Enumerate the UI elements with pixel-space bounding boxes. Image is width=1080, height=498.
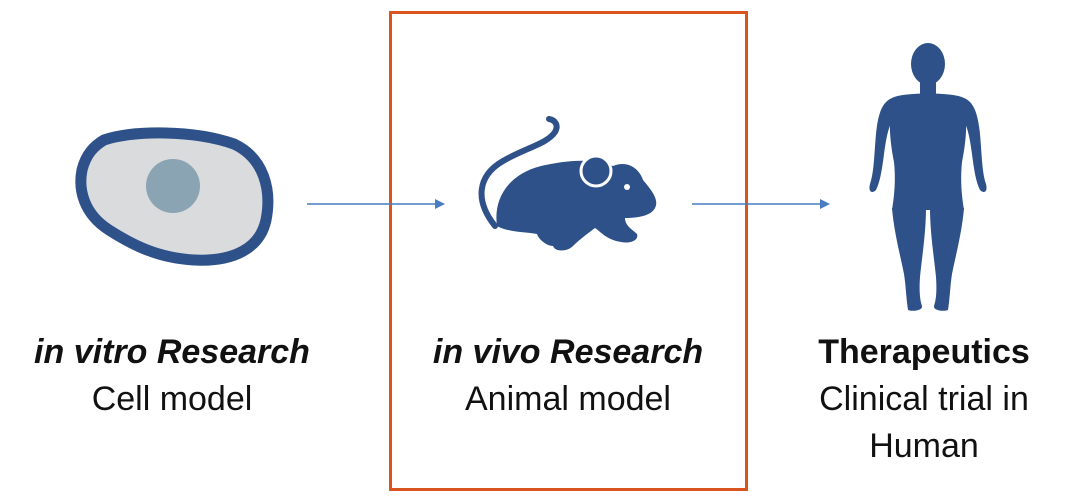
arrow-invivo-to-therapeutics [692,197,830,209]
stage-subtitle: Cell model [91,380,253,418]
stage-title: Therapeutics [818,333,1030,371]
cell-icon [74,120,274,270]
human-body-icon [862,42,994,314]
arrow-invitro-to-invivo [307,197,445,209]
nucleus-shape [146,159,200,213]
stage-label-in-vitro: in vitro Research Cell model [7,329,337,423]
highlight-box-in-vivo [389,11,748,491]
stage-label-therapeutics: Therapeutics Clinical trial in Human [759,329,1080,470]
stage-title: in vivo Research [432,333,704,371]
stage-subtitle-line-2: Human [869,427,979,465]
stage-subtitle-line-1: Clinical trial in [819,380,1029,418]
mouse-icon [475,116,660,256]
stage-subtitle: Animal model [465,380,671,418]
stage-label-in-vivo: in vivo Research Animal model [403,329,733,423]
stage-title: in vitro Research [34,333,310,371]
